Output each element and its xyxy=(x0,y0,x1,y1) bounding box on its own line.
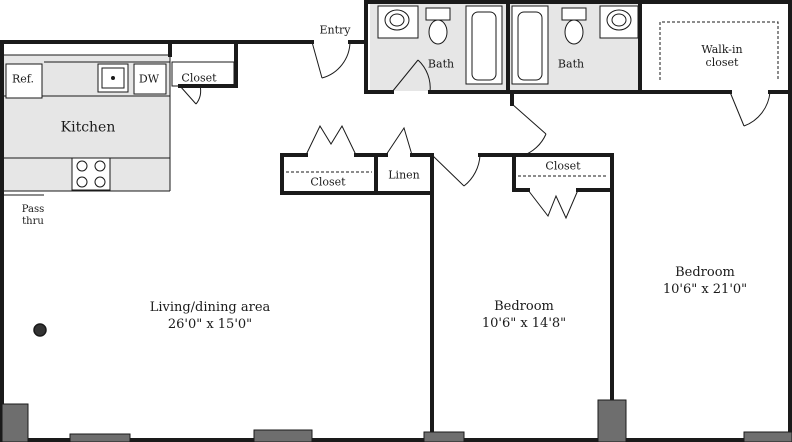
wall-bedroom1-closet xyxy=(512,153,614,192)
bedroom1-closet-bifold xyxy=(527,189,579,220)
wall-block-2 xyxy=(253,429,313,442)
bath-right-toilet-tank xyxy=(561,7,587,21)
burner-4 xyxy=(94,176,106,188)
floor-marker-icon xyxy=(33,323,47,337)
wall-baths-outer xyxy=(364,0,792,442)
bath-right-toilet-icon xyxy=(564,19,584,45)
bath-left-toilet-icon xyxy=(428,19,448,45)
bath-left-tub-inner xyxy=(471,11,497,81)
wall-kitchen-right xyxy=(168,40,238,88)
wall-hall-closet xyxy=(280,153,434,195)
appliances xyxy=(5,63,167,191)
bath-left-sink-bowl xyxy=(389,13,405,27)
bath-fixtures xyxy=(377,5,639,85)
burner-3 xyxy=(76,176,88,188)
wall-block-4 xyxy=(743,431,792,442)
kitchen-closet-outline xyxy=(171,61,235,87)
dishwasher-box xyxy=(133,63,167,95)
walkin-closet-rod xyxy=(659,21,779,80)
sink-drain-icon xyxy=(111,76,115,80)
walkin-door-swing xyxy=(729,91,771,127)
burner-1 xyxy=(76,160,88,172)
bedroom1-door-swing xyxy=(431,154,481,187)
burner-2 xyxy=(94,160,106,172)
bath-right-tub-inner xyxy=(517,11,543,81)
wall-top-left xyxy=(0,40,172,442)
wall-block-3 xyxy=(423,431,465,442)
columns xyxy=(1,399,792,442)
bath-right-sink-bowl xyxy=(611,13,627,27)
corridor-door-swing xyxy=(511,103,547,157)
refrigerator-box xyxy=(5,63,43,99)
bath-left-door-swing xyxy=(391,59,431,93)
doors xyxy=(179,41,771,220)
wall-block-1 xyxy=(69,433,131,442)
hall-closet-bifold xyxy=(305,124,357,156)
column-bottom-left xyxy=(1,403,29,442)
entry-door-swing xyxy=(311,41,351,79)
wall-baths-bottom xyxy=(364,40,394,94)
wall-corridor-top xyxy=(478,153,516,192)
bath-left-toilet-tank xyxy=(425,7,451,21)
wall-walkin-left xyxy=(638,0,732,94)
linen-door-swing xyxy=(385,126,413,156)
kitchen-closet-door-swing xyxy=(179,85,202,105)
column-bottom-mid xyxy=(597,399,627,442)
